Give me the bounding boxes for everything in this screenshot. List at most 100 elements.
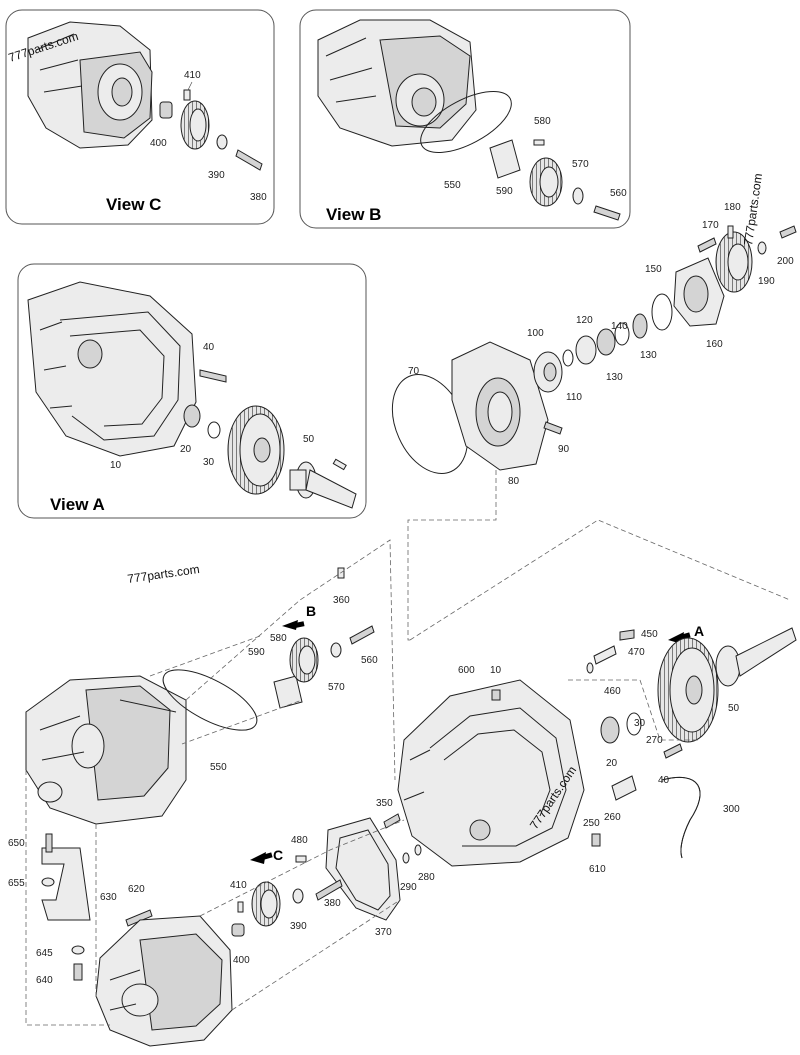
housing-160: [673, 257, 725, 327]
callout-655: 655: [8, 878, 25, 889]
main-housing-10: [397, 679, 585, 867]
view-c-gear: [180, 100, 210, 150]
bolt-650: [45, 833, 53, 853]
callout-260: 260: [604, 812, 621, 823]
washer-460: [586, 662, 594, 674]
callout-170: 170: [702, 220, 719, 231]
callout-vb580: 580: [534, 116, 551, 127]
view-a-bearing: [183, 404, 201, 428]
ring-280: [414, 844, 422, 856]
callout-560: 560: [361, 655, 378, 666]
callout-370: 370: [375, 927, 392, 938]
view-a-circlip: [207, 421, 221, 439]
circlip-30: [626, 712, 642, 736]
cover-80: [451, 341, 549, 471]
callout-380: 380: [324, 898, 341, 909]
callout-590: 590: [248, 647, 265, 658]
callout-160: 160: [706, 339, 723, 350]
callout-410: 410: [230, 880, 247, 891]
compressor-block: [25, 675, 187, 825]
watermark: 777parts.com: [741, 172, 765, 246]
callout-645: 645: [36, 948, 53, 959]
callout-10: 10: [490, 665, 502, 676]
bearing-20: [600, 716, 620, 744]
callout-460: 460: [604, 686, 621, 697]
oring-550: [162, 669, 258, 731]
view-c-title: View C: [106, 195, 161, 214]
callout-va10: 10: [110, 460, 122, 471]
callout-180: 180: [724, 202, 741, 213]
watermark: 777parts.com: [126, 562, 200, 586]
view-b-housing: [317, 19, 477, 147]
callout-480: 480: [291, 835, 308, 846]
callout-610: 610: [589, 864, 606, 875]
ring-140: [614, 322, 630, 346]
callout-40: 40: [658, 775, 670, 786]
callout-90: 90: [558, 444, 570, 455]
callout-550: 550: [210, 762, 227, 773]
callout-vb550: 550: [444, 180, 461, 191]
callout-140: 140: [611, 321, 628, 332]
callout-290: 290: [400, 882, 417, 893]
svg-text:A: A: [694, 623, 704, 639]
callout-30: 30: [634, 718, 646, 729]
callout-va50: 50: [303, 434, 315, 445]
washer-655: [41, 877, 55, 887]
direction-arrow-b: B: [282, 603, 316, 630]
bolt-350: [383, 813, 401, 829]
bearing-400: [231, 923, 245, 937]
callout-270: 270: [646, 735, 663, 746]
bracket-630: [41, 847, 91, 921]
callout-100: 100: [527, 328, 544, 339]
callout-vb560: 560: [610, 188, 627, 199]
callout-580: 580: [270, 633, 287, 644]
view-c-housing: [27, 21, 153, 149]
callout-va30: 30: [203, 457, 215, 468]
callout-360: 360: [333, 595, 350, 606]
view-a-bolt: [199, 369, 227, 383]
callout-200: 200: [777, 256, 794, 267]
bolt-620: [125, 909, 153, 927]
view-a-title: View A: [50, 495, 105, 514]
callout-400: 400: [233, 955, 250, 966]
callout-120: 120: [576, 315, 593, 326]
view-a-housing: [27, 281, 197, 457]
callout-280: 280: [418, 872, 435, 883]
view-b-oring: [420, 91, 512, 153]
view-c-washer: [216, 134, 228, 150]
washer-390: [292, 888, 304, 904]
bolt-90: [543, 421, 563, 435]
callout-250: 250: [583, 818, 600, 829]
view-b-key: [533, 139, 545, 146]
callout-110: 110: [566, 392, 582, 403]
svg-text:B: B: [306, 603, 316, 619]
callout-390: 390: [290, 921, 307, 932]
bolt-600: [491, 689, 501, 701]
gear-50-assembly: [657, 627, 797, 743]
callout-640: 640: [36, 975, 53, 986]
callout-vb590: 590: [496, 186, 513, 197]
view-c-bearing: [159, 101, 173, 119]
seal-130a: [596, 328, 616, 356]
gasket-370: [325, 817, 401, 921]
callout-600: 600: [458, 665, 475, 676]
callout-130b: 130: [640, 350, 657, 361]
gear-190: [715, 231, 753, 293]
callout-150: 150: [645, 264, 662, 275]
callout-470: 470: [628, 647, 645, 658]
gear-lower: [251, 881, 281, 927]
view-b-bolt: [593, 205, 621, 221]
callout-130a: 130: [606, 372, 623, 383]
view-a-key: [332, 458, 347, 471]
washer: [330, 642, 342, 658]
bolt-640: [73, 963, 83, 981]
callout-190: 190: [758, 276, 775, 287]
bolt-170: [697, 237, 717, 253]
pin-480: [295, 855, 307, 863]
callout-300: 300: [723, 804, 740, 815]
gear-570: [289, 637, 319, 683]
callout-70: 70: [408, 366, 420, 377]
fitting-260: [611, 775, 637, 801]
callout-570: 570: [328, 682, 345, 693]
